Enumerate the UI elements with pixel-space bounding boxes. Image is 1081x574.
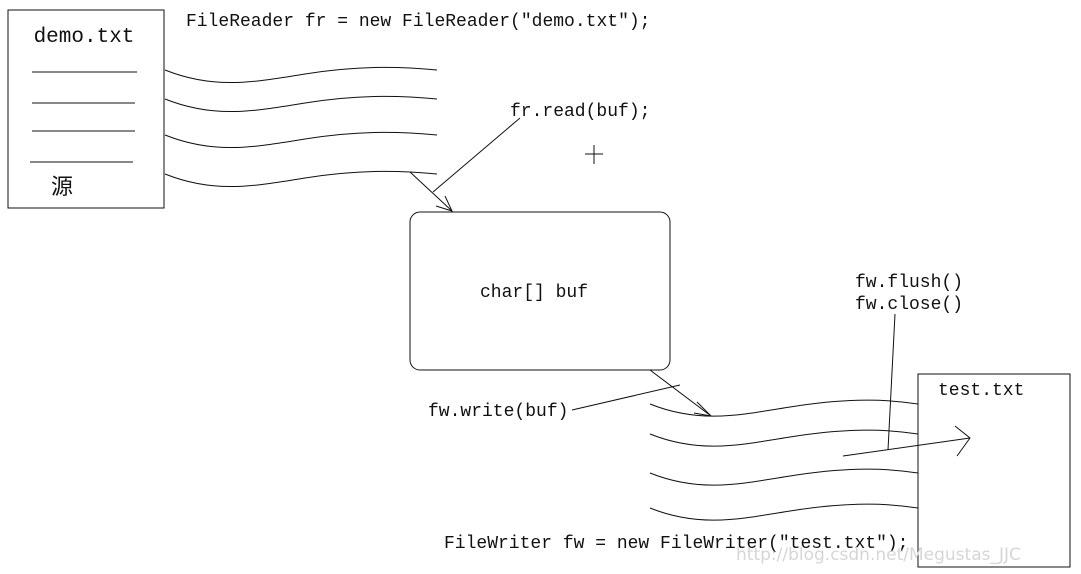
flush-call-label: fw.flush() bbox=[855, 273, 963, 293]
write-call-pointer bbox=[571, 384, 681, 411]
output-wave-1 bbox=[649, 399, 919, 417]
read-call-pointer bbox=[432, 117, 521, 193]
input-stream bbox=[164, 66, 438, 188]
close-call-label: fw.close() bbox=[855, 295, 963, 315]
read-call-label: fr.read(buf); bbox=[510, 102, 650, 122]
target-file-box: test.txt bbox=[917, 373, 1071, 568]
buffer-frame bbox=[409, 211, 671, 371]
output-wave-3 bbox=[649, 468, 919, 486]
write-call-label: fw.write(buf) bbox=[428, 402, 568, 422]
input-wave-1 bbox=[164, 66, 438, 84]
input-wave-2 bbox=[164, 95, 438, 113]
read-arrow bbox=[409, 171, 453, 212]
watermark-text: http://blog.csdn.net/Megustas_JJC bbox=[736, 545, 1021, 565]
source-label: 源 bbox=[51, 175, 73, 200]
output-arrow-head bbox=[954, 425, 971, 457]
writer-code-line: FileWriter fw = new FileWriter("test.txt… bbox=[444, 534, 908, 554]
flush-close-pointer bbox=[887, 313, 896, 451]
write-arrow bbox=[649, 369, 713, 417]
output-arrow bbox=[842, 425, 971, 457]
input-wave-4 bbox=[164, 170, 438, 188]
source-file-name: demo.txt bbox=[34, 26, 135, 49]
buffer-box: char[] buf bbox=[409, 211, 671, 371]
read-arrow-shaft bbox=[409, 171, 453, 212]
output-arrow-shaft bbox=[842, 437, 971, 457]
cursor-cross-icon bbox=[585, 145, 603, 164]
write-arrow-shaft bbox=[649, 369, 712, 417]
source-file-frame bbox=[7, 9, 165, 209]
read-arrow-head bbox=[435, 195, 453, 212]
source-file-box: demo.txt 源 bbox=[7, 9, 165, 209]
output-wave-2 bbox=[649, 429, 919, 447]
buffer-label: char[] buf bbox=[480, 283, 588, 303]
output-wave-4 bbox=[649, 503, 919, 521]
reader-code-line: FileReader fr = new FileReader("demo.txt… bbox=[186, 12, 650, 32]
target-file-name: test.txt bbox=[938, 381, 1024, 401]
input-wave-3 bbox=[164, 131, 438, 149]
target-file-frame bbox=[917, 373, 1071, 568]
output-stream bbox=[649, 399, 919, 521]
